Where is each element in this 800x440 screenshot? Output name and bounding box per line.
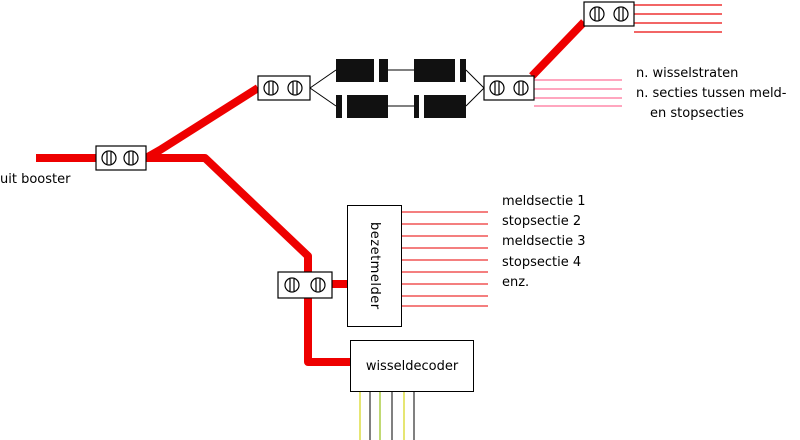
bridge-wire (309, 87, 337, 107)
diode (336, 59, 388, 82)
section-label: meldsectie 3 (502, 234, 586, 249)
diode (414, 59, 466, 82)
bezetmelder-outputs (402, 211, 488, 307)
section-label: enz. (502, 275, 530, 290)
section-label: stopsectie 2 (502, 214, 582, 229)
bridge-wire (465, 87, 485, 107)
wisselstraten-label: n. wisselstraten (636, 66, 739, 81)
bezetmelder-label: bezetmelder (367, 222, 382, 310)
bezetmelder-module: bezetmelder (347, 205, 402, 327)
connector-top (583, 1, 635, 27)
connectors (95, 1, 635, 299)
wisseldecoder-outputs (359, 392, 415, 440)
secties-label-line2: en stopsecties (650, 106, 744, 121)
diode (414, 95, 466, 118)
bridge-wire (309, 69, 337, 89)
section-label: meldsectie 1 (502, 194, 586, 209)
wire-to-top-connector (529, 19, 587, 79)
right-connector-outputs (534, 79, 622, 107)
diode-bridge-wires (309, 69, 485, 107)
top-connector-outputs (634, 4, 722, 33)
connector-booster (95, 145, 147, 171)
connector-right (483, 75, 535, 101)
connector-lower (277, 271, 333, 299)
section-label: stopsectie 4 (502, 255, 582, 270)
diode (336, 95, 388, 118)
wire-to-upper-connector (144, 84, 261, 162)
secties-label-line1: n. secties tussen meld- (636, 86, 787, 101)
wisseldecoder-module: wisseldecoder (350, 340, 474, 392)
booster-label: uit booster (0, 172, 71, 187)
main-wires (36, 19, 587, 366)
diodes (336, 59, 466, 118)
bridge-wire (465, 69, 485, 89)
wire-to-wisseldecoder (304, 298, 352, 366)
wire-to-lower-connector (146, 154, 312, 272)
connector-upper (257, 75, 311, 101)
wisseldecoder-label: wisseldecoder (365, 358, 459, 374)
